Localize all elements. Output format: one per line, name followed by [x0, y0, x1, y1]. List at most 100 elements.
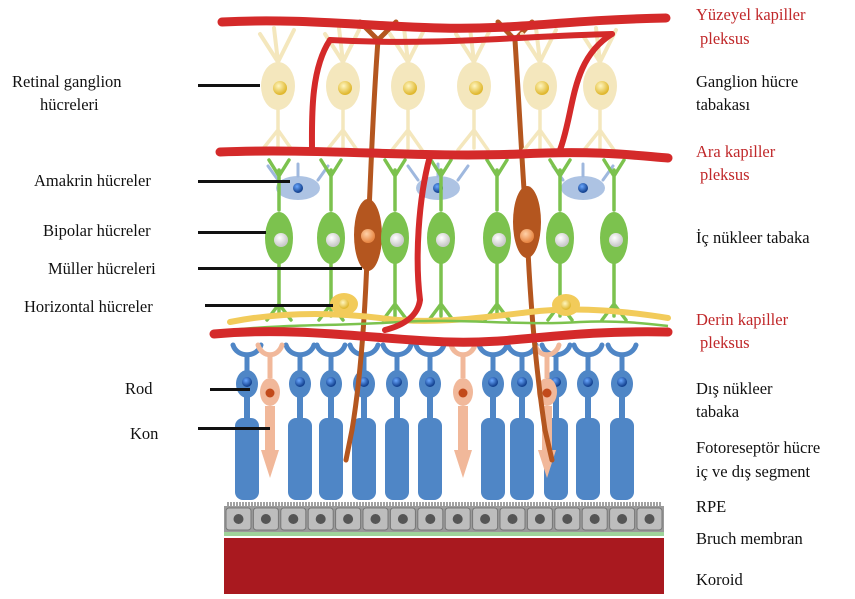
label-photoreceptor-2: iç ve dış segment	[696, 461, 810, 483]
label-outer-nuclear-2: tabaka	[696, 401, 739, 423]
leader-rod	[210, 388, 250, 391]
rpe-nucleus	[535, 514, 545, 524]
rpe-nucleus	[617, 514, 627, 524]
rpe-layer	[224, 502, 664, 532]
bipolar-axon	[267, 264, 291, 320]
rpe-nucleus	[562, 514, 572, 524]
rod-outer-segment	[319, 418, 343, 500]
rpe-nucleus	[234, 514, 244, 524]
leader-amacrine	[198, 180, 290, 183]
rod-outer-segment	[576, 418, 600, 500]
label-horizontal: Horizontal hücreler	[24, 296, 153, 318]
label-deep-plexus-2: pleksus	[700, 332, 750, 354]
bipolar-nucleus	[436, 233, 450, 247]
rod-outer-segment	[352, 418, 376, 500]
leader-bipolar	[198, 231, 266, 234]
label-superficial-plexus-1: Yüzeyel kapiller	[696, 4, 806, 26]
cone-nucleus	[459, 389, 468, 398]
rod-synapse	[383, 345, 411, 355]
rod-outer-segment	[235, 418, 259, 500]
ganglion-dendrites	[390, 28, 424, 62]
ganglion-nucleus	[469, 81, 483, 95]
rod-synapse	[317, 345, 345, 355]
ganglion-axon	[458, 110, 488, 150]
rod-nucleus	[425, 377, 435, 387]
ganglion-dendrites	[456, 28, 490, 62]
leader-ganglion	[198, 84, 260, 87]
label-intermediate-plexus-1: Ara kapiller	[696, 141, 775, 163]
rpe-nucleus	[261, 514, 271, 524]
rod-nucleus	[295, 377, 305, 387]
amacrine-nucleus	[293, 183, 303, 193]
leader-muller	[198, 267, 362, 270]
label-rod: Rod	[125, 378, 153, 400]
rod-synapse	[508, 345, 536, 355]
leader-horizontal	[205, 304, 333, 307]
rod-nucleus	[488, 377, 498, 387]
label-choroid: Koroid	[696, 569, 743, 591]
muller-cell-body-2	[513, 186, 541, 258]
rod-nucleus	[617, 377, 627, 387]
bipolar-axon	[429, 264, 453, 320]
amacrine-nucleus	[578, 183, 588, 193]
ganglion-axon	[392, 110, 422, 150]
label-superficial-plexus-2: pleksus	[700, 28, 750, 50]
label-ganglion-layer-2: tabakası	[696, 94, 750, 116]
ganglion-nucleus	[535, 81, 549, 95]
label-outer-nuclear-1: Dış nükleer	[696, 378, 773, 400]
rpe-nucleus	[425, 514, 435, 524]
ganglion-dendrites	[522, 28, 556, 62]
label-deep-plexus-1: Derin kapiller	[696, 309, 788, 331]
label-bruch: Bruch membran	[696, 528, 803, 550]
rpe-nucleus	[590, 514, 600, 524]
ganglion-axon	[327, 110, 357, 150]
label-amacrine: Amakrin hücreler	[34, 170, 151, 192]
label-ganglion-line1: Retinal ganglion	[12, 71, 122, 93]
leader-cone	[198, 427, 270, 430]
rod-outer-segment	[510, 418, 534, 500]
rod-outer-segment	[385, 418, 409, 500]
rod-outer-segment	[418, 418, 442, 500]
bipolar-top-process	[487, 160, 507, 210]
rod-nucleus	[517, 377, 527, 387]
label-muller: Müller hücreleri	[48, 258, 156, 280]
bipolar-axon	[383, 264, 407, 320]
bipolar-nucleus	[492, 233, 506, 247]
rod-nucleus	[326, 377, 336, 387]
label-ganglion-layer-1: Ganglion hücre	[696, 71, 798, 93]
rpe-nucleus	[508, 514, 518, 524]
rod-nucleus	[242, 377, 252, 387]
ganglion-nucleus	[595, 81, 609, 95]
muller-nucleus-1	[361, 229, 375, 243]
label-ganglion-line2: hücreleri	[40, 94, 99, 116]
label-inner-nuclear: İç nükleer tabaka	[696, 227, 810, 249]
rpe-nucleus	[398, 514, 408, 524]
ganglion-axon	[262, 110, 292, 150]
label-rpe: RPE	[696, 496, 726, 518]
cone-segment	[454, 406, 472, 478]
rod-outer-segment	[288, 418, 312, 500]
rpe-nucleus	[453, 514, 463, 524]
ganglion-nucleus	[338, 81, 352, 95]
rpe-nucleus	[288, 514, 298, 524]
ganglion-nucleus	[403, 81, 417, 95]
ganglion-nucleus	[273, 81, 287, 95]
horizontal-cells	[230, 293, 668, 330]
superficial-capillary	[222, 18, 666, 28]
bipolar-nucleus	[609, 233, 623, 247]
cone-nucleus	[266, 389, 275, 398]
rod-synapse	[608, 345, 636, 355]
rod-synapse	[479, 345, 507, 355]
rpe-nucleus	[371, 514, 381, 524]
label-cone: Kon	[130, 423, 158, 445]
bipolar-top-process	[604, 160, 624, 210]
bruch-membrane	[224, 532, 664, 536]
bipolar-top-process	[385, 160, 405, 210]
ganglion-axon	[524, 110, 554, 150]
rod-synapse	[416, 345, 444, 355]
bipolar-nucleus	[555, 233, 569, 247]
label-intermediate-plexus-2: pleksus	[700, 164, 750, 186]
rod-outer-segment	[610, 418, 634, 500]
intermediate-capillary	[220, 151, 668, 158]
bipolar-axon	[485, 264, 509, 320]
